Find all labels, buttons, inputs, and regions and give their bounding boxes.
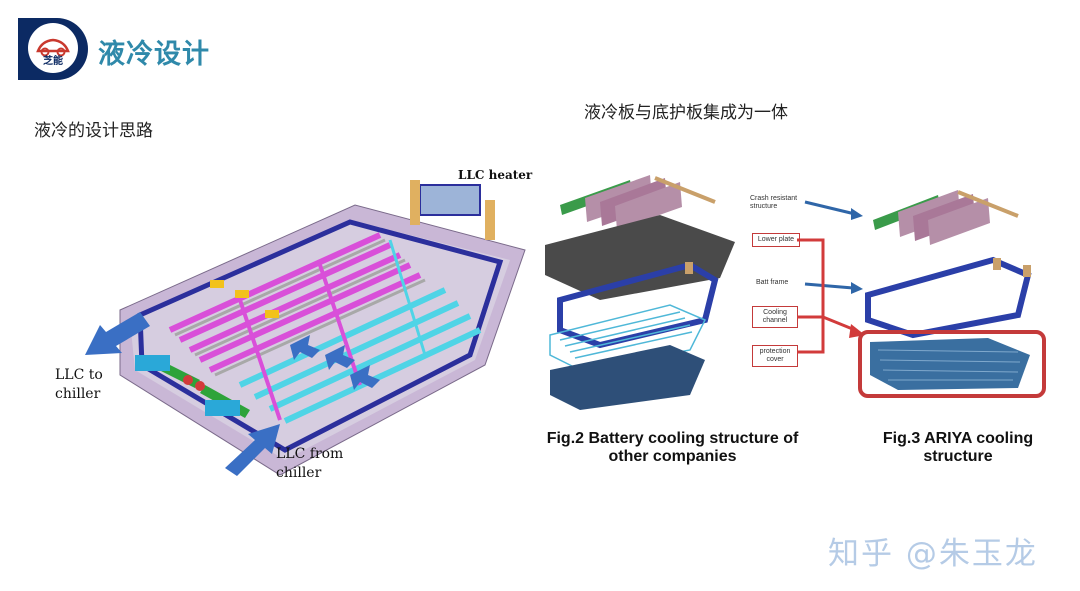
fig2-caption: Fig.2 Battery cooling structure of other…: [546, 430, 799, 465]
label-llc-heater: LLC heater: [458, 168, 533, 182]
label-llc-to-chiller: LLC to chiller: [55, 367, 103, 402]
watermark: 知乎 @朱玉龙: [828, 536, 1038, 572]
left-subtitle: 液冷的设计思路: [34, 121, 153, 141]
right-title: 液冷板与底护板集成为一体: [584, 103, 788, 123]
annotation-batt-frame: Batt frame: [756, 279, 789, 286]
annotation-protection-cover: protection cover: [752, 345, 798, 367]
annotation-lower-plate: Lower plate: [752, 233, 800, 247]
label-llc-from-chiller: LLC from chiller: [276, 446, 344, 481]
fig3-caption: Fig.3 ARIYA cooling structure: [882, 430, 1034, 465]
car-icon: [36, 38, 70, 57]
logo-text: 芝能: [43, 56, 63, 67]
page-title: 液冷设计: [98, 39, 210, 70]
fig3-connector-lines: [797, 200, 865, 354]
fig2-exploded-view: [545, 175, 735, 410]
battery-pack-illustration: [119, 180, 526, 476]
fig3-exploded-view: [858, 190, 1046, 398]
arrow-from-chiller-icon: [225, 424, 280, 476]
annotation-crash-structure: Crash resistant structure: [750, 195, 798, 210]
annotation-cooling-channel: Cooling channel: [752, 306, 798, 328]
arrow-to-chiller-icon: [85, 312, 150, 355]
logo-emblem: [28, 23, 78, 73]
